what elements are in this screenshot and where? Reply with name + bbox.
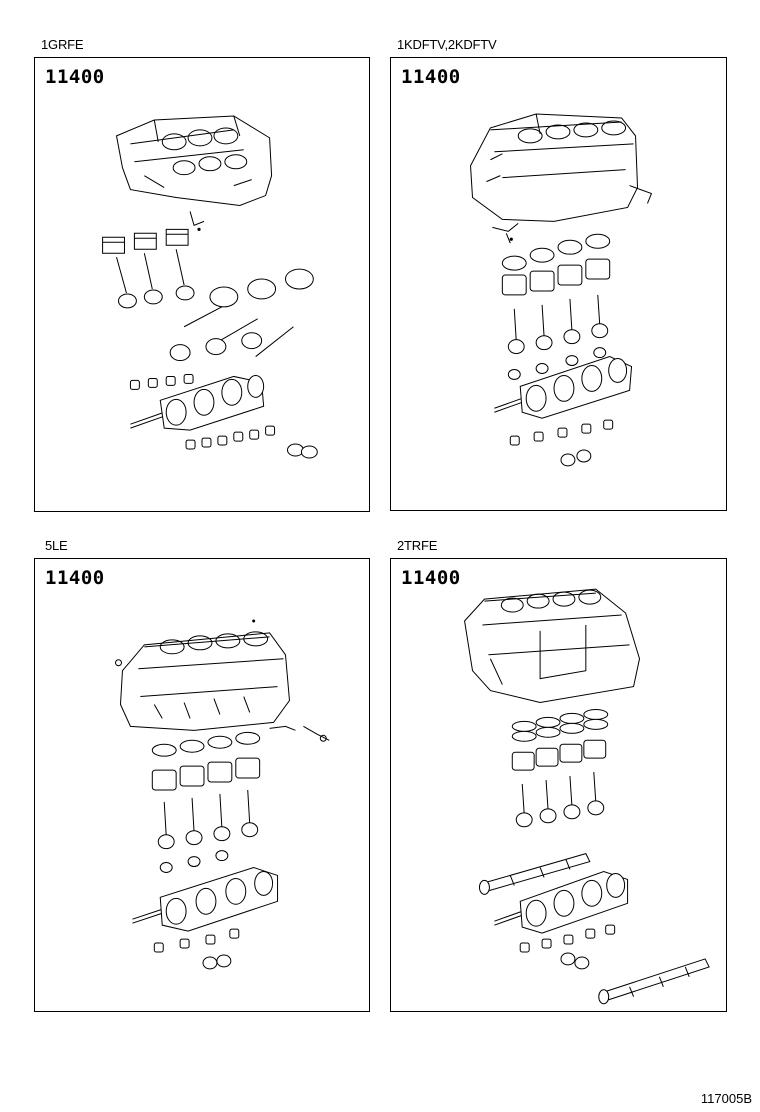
engine-label-2trfe: 2TRFE (397, 538, 438, 553)
part-number-1grfe: 11400 (45, 66, 105, 88)
engine-label-1kdftv-2kdftv: 1KDFTV,2KDFTV (397, 37, 497, 52)
main-bearings-upper (130, 374, 193, 389)
panel-1kdftv-2kdftv[interactable]: 11400 (390, 57, 727, 511)
part-number-5le: 11400 (45, 567, 105, 589)
connecting-rods (158, 790, 257, 873)
crankshaft-illustration (130, 375, 263, 430)
crankshaft-illustration (494, 357, 631, 419)
part-number-2trfe: 11400 (401, 567, 461, 589)
cylinder-block-illustration (116, 619, 330, 741)
piston-rings (502, 234, 609, 270)
part-number-1kdftv-2kdftv: 11400 (401, 66, 461, 88)
main-bearings (510, 420, 612, 466)
illustration-reference-code: 117005B (700, 1091, 752, 1106)
crankshaft-illustration (132, 868, 277, 932)
short-block-2trfe-drawing (391, 559, 726, 1011)
cylinder-block-illustration (117, 116, 272, 231)
cylinder-block-illustration (465, 589, 640, 702)
piston-rings (152, 732, 259, 756)
short-block-v6-drawing (35, 58, 369, 511)
pistons (502, 259, 609, 295)
pistons (512, 740, 605, 770)
main-bearings (520, 925, 614, 969)
balance-shaft-lower (599, 959, 709, 1004)
pistons (152, 758, 259, 790)
panel-1grfe[interactable]: 11400 (34, 57, 370, 512)
connecting-rods (516, 772, 603, 827)
panel-2trfe[interactable]: 11400 (390, 558, 727, 1012)
balance-shaft-upper (479, 854, 589, 895)
crankshaft-illustration (494, 871, 627, 933)
pistons-upper (103, 229, 188, 253)
engine-label-1grfe: 1GRFE (41, 37, 84, 52)
connecting-rods (508, 295, 607, 379)
panel-5le[interactable]: 11400 (34, 558, 370, 1012)
connecting-rods-upper (117, 249, 195, 308)
engine-label-5le: 5LE (45, 538, 68, 553)
pistons-lower (170, 269, 313, 360)
cylinder-block-illustration (471, 114, 652, 243)
main-bearings-lower (186, 426, 317, 458)
short-block-5le-drawing (35, 619, 369, 1011)
short-block-inline4-drawing (391, 58, 726, 510)
piston-rings (512, 709, 607, 741)
main-bearings (154, 929, 238, 969)
